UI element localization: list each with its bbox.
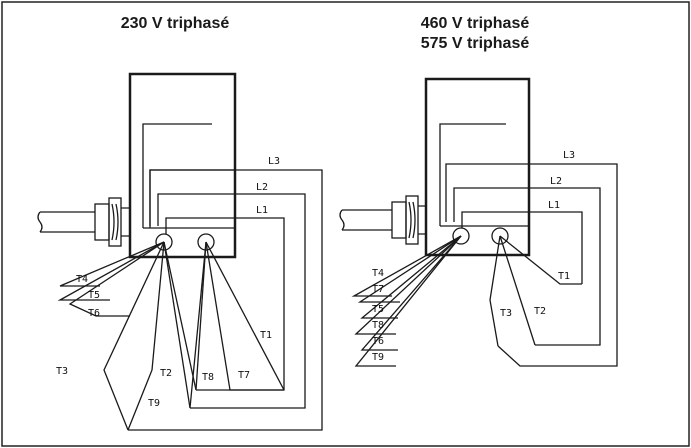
right-label-L3: L3 bbox=[563, 150, 575, 161]
right-terminal-b bbox=[491, 227, 509, 245]
right-terminal-a bbox=[452, 227, 470, 245]
right-lead-T4 bbox=[351, 235, 462, 297]
left-motor-box bbox=[128, 72, 237, 259]
right-label-T4: T4 bbox=[372, 268, 384, 279]
right-line-L1 bbox=[461, 211, 583, 284]
left-lead-T6 bbox=[68, 241, 165, 317]
right-label-T7: T7 bbox=[372, 284, 384, 295]
left-label-L3: L3 bbox=[268, 156, 280, 167]
left-lead-T1 bbox=[205, 241, 285, 391]
right-label-T5: T5 bbox=[372, 304, 384, 315]
right-conduit bbox=[339, 195, 426, 245]
right-diagram-title-line1: 460 V triphasé bbox=[420, 15, 530, 32]
left-lead-T3 bbox=[103, 241, 165, 431]
left-label-L1: L1 bbox=[256, 205, 268, 216]
left-lead-T5 bbox=[57, 241, 165, 301]
right-inner-channel bbox=[439, 123, 506, 226]
left-lead-T2 bbox=[163, 241, 191, 409]
right-label-L2: L2 bbox=[550, 176, 562, 187]
left-inner-channel-2 bbox=[149, 169, 235, 228]
left-label-T6: T6 bbox=[88, 308, 100, 319]
left-line-L3 bbox=[128, 169, 323, 431]
right-diagram-title-line2: 575 V triphasé bbox=[420, 35, 530, 52]
right-label-T1: T1 bbox=[558, 271, 570, 282]
left-label-T1: T1 bbox=[260, 330, 272, 341]
right-label-T3: T3 bbox=[500, 308, 512, 319]
left-label-T8: T8 bbox=[202, 372, 214, 383]
left-lead-T7 bbox=[205, 241, 284, 391]
right-motor-box bbox=[424, 77, 531, 257]
left-line-L2 bbox=[157, 193, 306, 409]
right-lead-T6 bbox=[360, 235, 462, 351]
left-label-T4: T4 bbox=[76, 274, 88, 285]
left-diagram bbox=[37, 72, 323, 431]
right-lead-T1 bbox=[499, 235, 582, 285]
right-lead-T9 bbox=[354, 235, 462, 367]
left-label-T2: T2 bbox=[160, 368, 172, 379]
left-terminal-a bbox=[155, 233, 173, 251]
right-label-L1: L1 bbox=[548, 200, 560, 211]
left-lead-T9 bbox=[127, 241, 165, 431]
right-label-T6: T6 bbox=[372, 336, 384, 347]
right-label-T8: T8 bbox=[372, 320, 384, 331]
right-label-T9: T9 bbox=[372, 352, 384, 363]
right-labels: L3 L2 L1 T4 T7 T5 T8 T6 T9 T1 T3 T2 bbox=[372, 150, 575, 363]
left-lead-T8 bbox=[163, 241, 197, 391]
left-lead-T4 bbox=[59, 241, 165, 287]
left-label-T7: T7 bbox=[238, 370, 250, 381]
right-diagram bbox=[339, 77, 618, 367]
left-diagram-title: 230 V triphasé bbox=[120, 15, 230, 32]
left-label-L2: L2 bbox=[256, 182, 268, 193]
right-lead-T5 bbox=[360, 235, 462, 319]
right-lead-T2 bbox=[499, 235, 536, 346]
left-inner-channel bbox=[142, 123, 212, 228]
left-label-T3: T3 bbox=[56, 366, 68, 377]
right-line-L2 bbox=[453, 187, 601, 346]
right-lead-T7 bbox=[357, 235, 462, 303]
left-label-T9: T9 bbox=[148, 398, 160, 409]
right-line-L3 bbox=[445, 163, 618, 367]
left-lead-b2 bbox=[195, 241, 207, 391]
left-label-T5: T5 bbox=[88, 290, 100, 301]
right-label-T2: T2 bbox=[534, 306, 546, 317]
right-lead-T3 bbox=[489, 235, 501, 347]
left-lead-b1 bbox=[189, 241, 207, 409]
left-labels: L3 L2 L1 T4 T5 T6 T3 T9 T2 T8 T7 T1 bbox=[56, 156, 280, 409]
left-conduit bbox=[37, 197, 130, 247]
